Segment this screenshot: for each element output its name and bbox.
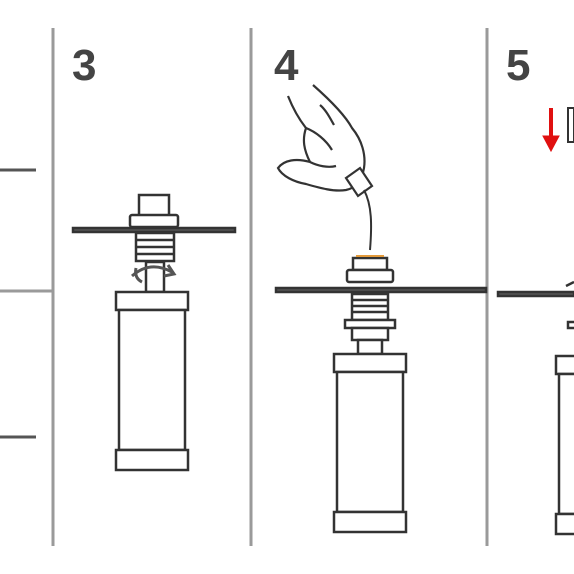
step-4-number: 4 — [274, 41, 299, 90]
left-partial-panel — [0, 168, 36, 439]
step-5-panel: 5 — [496, 41, 574, 536]
oil-bottle-icon — [344, 166, 374, 198]
step-4-panel: 4 — [274, 41, 488, 534]
down-arrow-icon — [542, 108, 560, 153]
step-5-number: 5 — [506, 41, 530, 90]
hand-icon — [276, 84, 366, 192]
step-3-panel: 3 — [71, 41, 237, 472]
step-3-number: 3 — [72, 41, 96, 90]
oil-nozzle-line — [363, 189, 373, 251]
rotate-arrow-icon — [131, 264, 177, 284]
